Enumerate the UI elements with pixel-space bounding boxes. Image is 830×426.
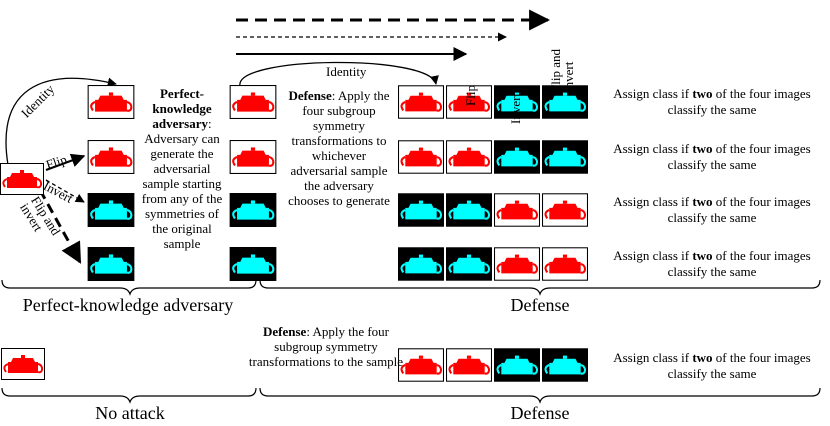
branch-flip-and-invert-arrow bbox=[38, 189, 82, 264]
adv-tile-invert bbox=[87, 193, 135, 227]
defense-description: Defense: Apply the four subgroup symmetr… bbox=[288, 88, 390, 208]
defense-row-bottom bbox=[398, 348, 588, 382]
defense-row-3 bbox=[398, 193, 588, 227]
brace-perfect-knowledge bbox=[1, 279, 257, 296]
brace-no-attack bbox=[1, 387, 257, 404]
section-label-defense-top: Defense bbox=[510, 295, 570, 315]
legend-invert-label: Invert bbox=[508, 92, 523, 124]
assign-text-row-2: Assign class if two of the four images c… bbox=[613, 141, 811, 172]
defense-row-4 bbox=[398, 247, 588, 281]
assign-text-row-1: Assign class if two of the four images c… bbox=[613, 86, 811, 117]
adversary-description: Perfect-knowledge adversary: Adversary c… bbox=[141, 86, 223, 251]
adv-tile-identity bbox=[87, 85, 135, 119]
legend-flip-label: Flip bbox=[463, 85, 478, 106]
branch-invert-arrow bbox=[45, 179, 85, 203]
chosen-tile-3 bbox=[229, 193, 277, 227]
identity-arc-left bbox=[5, 77, 117, 166]
brace-defense-top bbox=[259, 279, 821, 296]
identity-arc-top bbox=[239, 61, 439, 87]
chosen-tile-4 bbox=[229, 247, 277, 281]
original-sample-tile bbox=[0, 163, 44, 195]
no-attack-sample-tile bbox=[0, 348, 46, 380]
assign-text-row-3: Assign class if two of the four images c… bbox=[613, 194, 811, 225]
adv-tile-flip bbox=[87, 140, 135, 174]
section-label-defense-bottom: Defense bbox=[510, 403, 570, 423]
defense-description-bottom: Defense: Apply the four subgroup symmetr… bbox=[248, 324, 404, 369]
identity-top-label: Identity bbox=[326, 64, 367, 79]
assign-text-row-bottom: Assign class if two of the four images c… bbox=[613, 350, 811, 381]
section-label-no-attack: No attack bbox=[95, 403, 165, 423]
defense-row-2 bbox=[398, 140, 588, 174]
assign-text-row-4: Assign class if two of the four images c… bbox=[613, 248, 811, 279]
chosen-tile-2 bbox=[229, 140, 277, 174]
adv-tile-flip-invert bbox=[87, 247, 135, 281]
branch-flip-arrow bbox=[45, 153, 86, 171]
brace-defense-bottom bbox=[259, 387, 821, 404]
section-label-perfect-knowledge: Perfect-knowledge adversary bbox=[22, 295, 234, 315]
chosen-tile-1 bbox=[229, 85, 277, 119]
